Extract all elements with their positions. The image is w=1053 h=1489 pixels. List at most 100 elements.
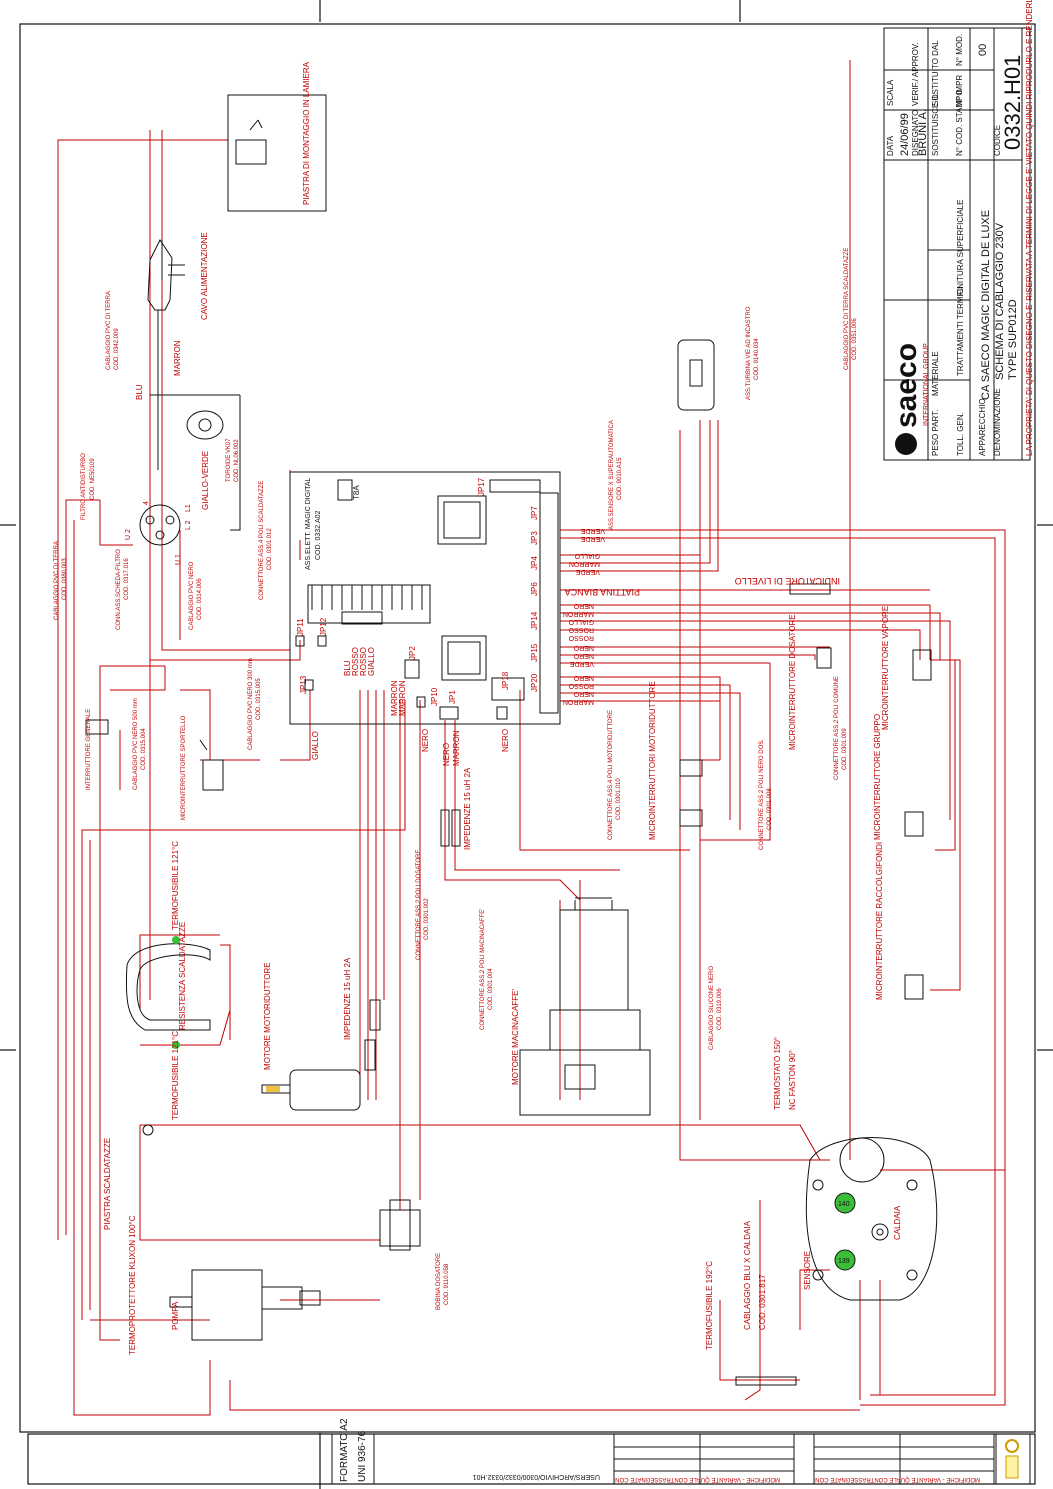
replaces-label: SOSTITUISCE IL: [931, 93, 940, 156]
termofusibile3-label: TERMOFUSIBILE 192°C: [705, 1261, 714, 1350]
conn-scaldatazze-label: CONNETTORE ASS.4 POLI SCALDATAZZE: [259, 481, 265, 600]
footer-logo: [1005, 1439, 1019, 1479]
toroide-label: TOROIDE VK07: [226, 438, 232, 482]
wires: [57, 60, 1006, 1416]
n-impr-label: N° IMPR: [955, 75, 964, 106]
gialla-label: GIALLO: [574, 552, 600, 559]
toroide-cod: COD. NL06.002: [234, 439, 240, 482]
footer: FORMATO A2 UNI 936-76 USERS/ARCHIVIO/030…: [331, 1418, 1031, 1485]
tol-label: TOLL. GEN.: [956, 412, 965, 456]
code-value: 0332.H01: [1000, 55, 1025, 150]
motor-microswitch-1: [679, 759, 703, 777]
marron-label-jp20: MARRON: [563, 698, 594, 705]
resistenza-label: RESISTENZA SCALDATAZZE: [178, 922, 187, 1030]
doser-coil: [379, 1209, 421, 1247]
cablaggio-nero-cod: COD. 0314.006: [197, 578, 203, 620]
jp18-connector: [491, 677, 525, 701]
cablaggio-silicone-label: CABLAGGIO SILICONE NERO: [709, 966, 715, 1050]
jp17-connector: [489, 479, 541, 493]
l1-label: L1: [185, 504, 192, 512]
jp7-label: JP7: [530, 506, 539, 520]
level-indicator: [789, 583, 831, 595]
jp11-label: JP11: [296, 618, 305, 636]
jp15-label: JP15: [530, 643, 539, 662]
impedenze1-label: IMPEDENZE 15 uH 2A: [343, 957, 352, 1040]
sensor-139: 139: [838, 1258, 850, 1265]
cablaggio-terra2: CABLAGGIO PVC DI TERRA: [54, 541, 60, 620]
brand-text: saeco: [890, 343, 923, 428]
filtro-label: FILTRO ANTIDISTURBO: [81, 453, 87, 520]
impedance-2a: [440, 809, 450, 847]
marron-wire-2: MARRON: [398, 680, 407, 716]
format-text: FORMATO A2: [339, 1418, 350, 1482]
terra-scaldatazze-cod: COD. 0351.006: [852, 318, 858, 360]
blu-wire: BLU: [343, 660, 352, 676]
nc-faston-label: NC FASTON 90°: [788, 1050, 797, 1110]
description-value: CA SAECO MAGIC DIGITAL DE LUXE: [980, 210, 992, 400]
conn-scheda-cod: COD. 0317.016: [124, 558, 130, 600]
conn-nero-label: CONNETTORE ASS.2 POLI NERO DOS.: [759, 739, 765, 850]
noise-filter: [139, 504, 181, 546]
date-label: DATA: [886, 135, 895, 156]
control-board: [289, 471, 561, 725]
subdescription-value: SCHEMA DI CABLAGGIO 230V: [994, 222, 1006, 380]
jp13-label: JP13: [299, 675, 308, 694]
conn-motoriduttore-label: CONNETTORE ASS.4 POLI MOTORIDUTTORE: [608, 710, 614, 840]
verif-label: VERIF./ APPROV.: [911, 42, 920, 106]
drawn-label: DISEGNATO: [911, 110, 920, 156]
grounds-microswitch: [904, 974, 924, 1000]
marron-label-jp14: MARRON: [563, 610, 594, 617]
l2-label: L 2: [185, 520, 192, 530]
termostato-label: TERMOSTATO 150°: [773, 1037, 782, 1110]
type-value: TYPE SUP012D: [1007, 299, 1019, 380]
components: [85, 94, 938, 1386]
cablaggio-terra1: CABLAGGIO PVC DI TERRA: [106, 291, 112, 370]
blu-label: BLU: [135, 384, 144, 400]
filtro-cod: COD. NE50109: [90, 458, 96, 500]
marron-label: MARRON: [173, 340, 182, 376]
interruttore-label: INTERRUTTORE GENERALE: [86, 709, 92, 790]
boiler: [805, 1137, 938, 1301]
conn-dosatore-cod: COD. 0301.002: [424, 898, 430, 940]
transformer: [441, 635, 487, 681]
cablaggio-nero-label: CABLAGGIO PVC NERO: [189, 561, 195, 630]
rosso-label-jp14b: ROSSO: [568, 634, 594, 641]
marron-wire-3: MARRON: [452, 730, 461, 766]
conn-macinacaffe-cod: COD. 0301.004: [488, 968, 494, 1010]
path-text: USERS/ARCHIVIO/0300/0332/0332.H01: [473, 1473, 600, 1480]
gear-motor-shaft: [261, 1084, 291, 1094]
micro-sportello-label: MICROINTERRUTTORE SPORTELLO: [181, 715, 187, 820]
piastra-scald-label: PIASTRA SCALDATAZZE: [103, 1138, 112, 1230]
impedenze2-label: IMPEDENZE 15 uH 2A: [463, 767, 472, 850]
side-connector-bank: [539, 492, 559, 714]
motore-mac-label: MOTORE MACINACAFFE': [511, 988, 520, 1085]
indicatore-label: INDICATORE DI LIVELLO: [735, 576, 840, 586]
fuse-label: T8A: [352, 485, 361, 500]
pump: [191, 1269, 263, 1341]
micro-vapore-label: MICROINTERRUTTORE VAPORE: [881, 606, 890, 730]
heatsink: [307, 584, 431, 624]
grinder-motor: [559, 909, 629, 1011]
giallo-label-jp14: GIALLO: [568, 618, 594, 625]
verde-label-jp15: VERDE: [570, 660, 594, 667]
group-microswitch: [904, 811, 924, 837]
saeco-logo: saeco INTERNATIONAL GROUP: [890, 343, 930, 455]
micro-gruppo-label: MICROINTERRUTTORE GRUPPO: [873, 714, 882, 840]
verde-label-jp4: VERDE: [576, 568, 600, 575]
sensore-label: ASS.SENSORE X SUPERAUTOMATICA: [609, 420, 615, 530]
jp20-label: JP20: [530, 673, 539, 692]
nero-label-jp14: NERO: [573, 602, 594, 609]
motor-microswitch-2: [679, 809, 703, 827]
micro-dosatore-label: MICROINTERRUTTORE DOSATORE: [788, 614, 797, 750]
mounting-plate: [227, 94, 327, 212]
jp10-label: JP10: [430, 687, 439, 706]
turbina-label: ASS.TURBINA VIE AD INCASTRO: [746, 306, 752, 400]
sensore-cald-label: SENSORE: [803, 1251, 812, 1290]
sensor-140: 140: [838, 1201, 850, 1208]
steam-microswitch: [912, 649, 932, 681]
marron-wire: MARRON: [390, 680, 399, 716]
main-switch: [85, 719, 109, 735]
jp3-label: JP3: [530, 531, 539, 545]
